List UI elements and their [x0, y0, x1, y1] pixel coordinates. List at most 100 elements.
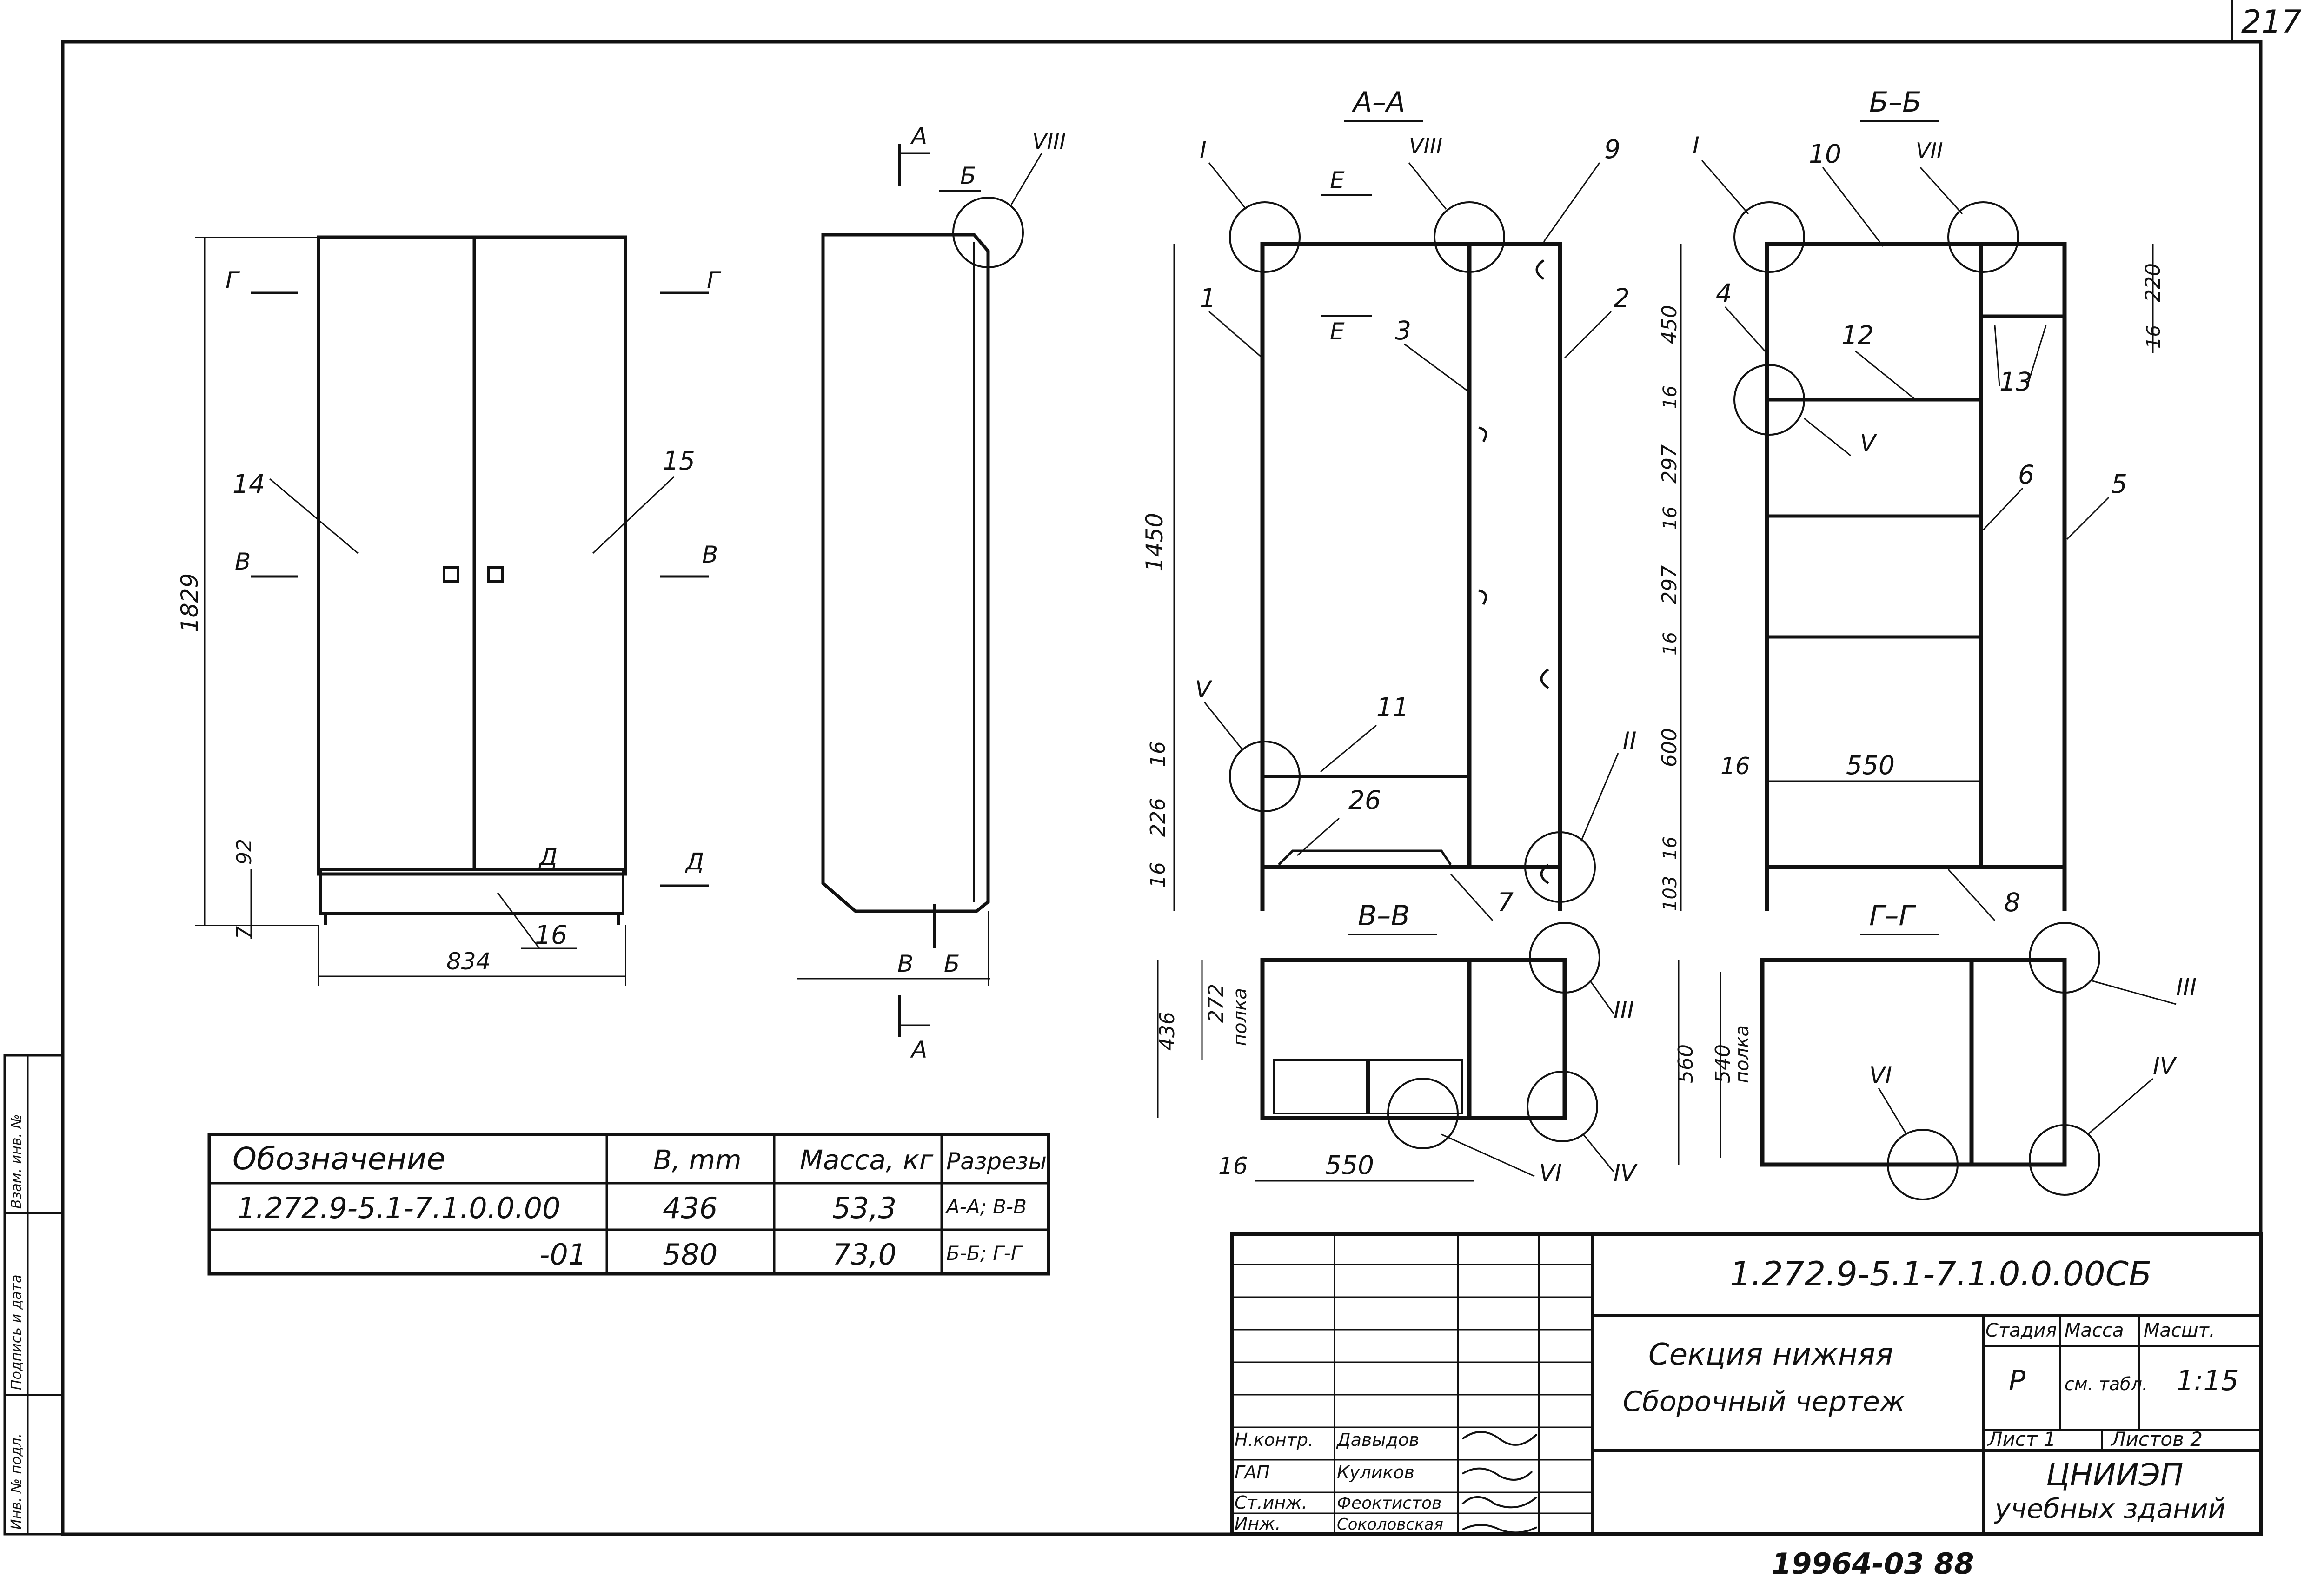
spec-row1-cuts: А-А; В-В [945, 1195, 1027, 1218]
spec-table: Обозначение В, mm Масса, кг Разрезы 1.27… [207, 1133, 1050, 1276]
part-label-6: 6 [2018, 460, 2034, 490]
node-i-aa [1229, 201, 1301, 273]
cut-v-bottom: В [897, 950, 913, 977]
stage-value: Р [2009, 1365, 2026, 1397]
page-number: 217 [2241, 4, 2302, 40]
role-nkontr: Н.контр. [1235, 1430, 1314, 1450]
dim-foot-7: 7 [232, 926, 256, 939]
spec-header-mass: Масса, кг [800, 1144, 934, 1176]
cut-b-top: Б [960, 162, 976, 189]
dim-vv-16: 16 [1218, 1153, 1248, 1179]
part-label-13: 13 [1999, 367, 2032, 397]
part-label-2: 2 [1614, 283, 1630, 313]
sheet-number: Лист 1 [1987, 1428, 2056, 1451]
dim-width-834: 834 [446, 948, 491, 975]
signatures [1461, 1431, 1538, 1534]
node-iv-vv [1527, 1071, 1598, 1142]
spec-row1-mass: 53,3 [832, 1191, 896, 1225]
node-v-aa [1229, 741, 1301, 812]
label-door-left: 14 [232, 469, 265, 499]
mass-header: Масса [2065, 1320, 2124, 1341]
section-vv-title: В–В [1358, 900, 1410, 932]
node-v-label-aa: V [1195, 676, 1213, 703]
cut-g-left: Г [226, 267, 240, 294]
stamp-sign-date: Подпись и дата [8, 1275, 25, 1391]
node-iv-gg [2029, 1124, 2100, 1196]
node-i-label-bb: I [1693, 132, 1700, 159]
spec-header-b: В, mm [653, 1144, 742, 1176]
node-iii-gg [2029, 922, 2100, 994]
mass-value: см. табл. [2065, 1374, 2148, 1394]
cut-g-right: Г [707, 267, 722, 294]
node-viii-side [952, 197, 1024, 268]
cut-v-right: В [702, 541, 718, 568]
section-aa: А–А I VIII V II 1 2 3 9 11 26 7 [1141, 86, 1637, 921]
dim-base-92: 92 [232, 839, 256, 865]
dim-bb-16e: 16 [2143, 325, 2165, 349]
front-view: 1829 92 7 834 14 15 16 Г Г В В Д Д [176, 235, 722, 986]
doc-code: 1.272.9-5.1-7.1.0.0.00СБ [1730, 1254, 2151, 1293]
handle-right [487, 566, 504, 583]
name-3: Феоктистов [1337, 1494, 1441, 1513]
dim-bb-16c: 16 [1660, 632, 1681, 656]
node-iii-vv [1529, 922, 1600, 994]
stage-header: Стадия [1985, 1320, 2057, 1341]
part-label-4: 4 [1716, 278, 1732, 308]
part-label-10: 10 [1809, 139, 1841, 169]
section-gg-title: Г–Г [1869, 900, 1916, 932]
footer-number: 19964-03 88 [1772, 1547, 1974, 1581]
node-ii-aa [1524, 831, 1596, 903]
cut-e-top: Е [1330, 167, 1345, 194]
node-vii-label-bb: VII [1916, 138, 1943, 163]
dim-vv-436: 436 [1155, 1012, 1179, 1051]
scale-value: 1:15 [2176, 1365, 2239, 1397]
dim-bb-16b: 16 [1660, 506, 1681, 530]
sheet-count: Листов 2 [2110, 1428, 2203, 1451]
label-door-right: 15 [663, 446, 695, 476]
dim-aa-1450: 1450 [1141, 513, 1168, 572]
shelf-label-gg: полка [1732, 1025, 1753, 1083]
node-vi-label-gg: VI [1869, 1062, 1892, 1089]
spec-row2-mass: 73,0 [832, 1238, 896, 1272]
node-viii-label: VIII [1032, 129, 1066, 154]
cut-e-bottom: Е [1330, 318, 1345, 345]
dim-bb-550: 550 [1846, 750, 1895, 780]
scale-header: Масшт. [2144, 1320, 2215, 1341]
name-2: Куликов [1337, 1462, 1414, 1483]
part-label-26: 26 [1348, 785, 1381, 815]
node-i-label-aa: I [1200, 137, 1207, 164]
dim-aa-226: 226 [1146, 798, 1170, 837]
node-iii-label-gg: III [2176, 974, 2197, 1000]
cut-v-left: В [235, 548, 251, 575]
dim-gg-540: 540 [1711, 1044, 1735, 1083]
label-base: 16 [535, 920, 567, 950]
doc-name-1: Секция нижняя [1648, 1338, 1893, 1372]
cut-b-bottom: Б [944, 950, 960, 977]
cut-d-right: Д [685, 848, 704, 875]
node-iv-label-gg: IV [2153, 1053, 2178, 1080]
spec-row2-designation: -01 [539, 1238, 586, 1272]
dim-gg-560: 560 [1674, 1044, 1698, 1083]
part-label-11: 11 [1376, 692, 1409, 722]
spec-row2-cuts: Б-Б; Г-Г [946, 1242, 1023, 1265]
stamp-replace-inv: Взам. инв. № [8, 1114, 25, 1209]
role-stinzh: Ст.инж. [1235, 1492, 1308, 1513]
part-label-12: 12 [1841, 320, 1874, 350]
part-label-9: 9 [1604, 134, 1620, 164]
stamp-inv-orig: Инв. № подл. [8, 1433, 25, 1530]
shelf-label-vv: полка [1229, 988, 1251, 1046]
node-vii-bb [1947, 201, 2019, 273]
org-name-1: ЦНИИЭП [2046, 1457, 2183, 1493]
org-name-2: учебных зданий [1994, 1493, 2225, 1524]
dim-vv-272: 272 [1204, 984, 1228, 1023]
dim-bb-16f: 16 [1720, 753, 1750, 780]
node-ii-label-aa: II [1623, 727, 1637, 754]
dim-bb-297b: 297 [1658, 565, 1681, 604]
dim-bb-297a: 297 [1658, 444, 1681, 484]
drawing-frame [61, 40, 2263, 1536]
node-iv-label-vv: IV [1614, 1159, 1638, 1186]
dim-aa-16a: 16 [1146, 741, 1170, 767]
spec-header-designation: Обозначение [232, 1141, 445, 1177]
cut-a-bottom: А [910, 1036, 927, 1063]
